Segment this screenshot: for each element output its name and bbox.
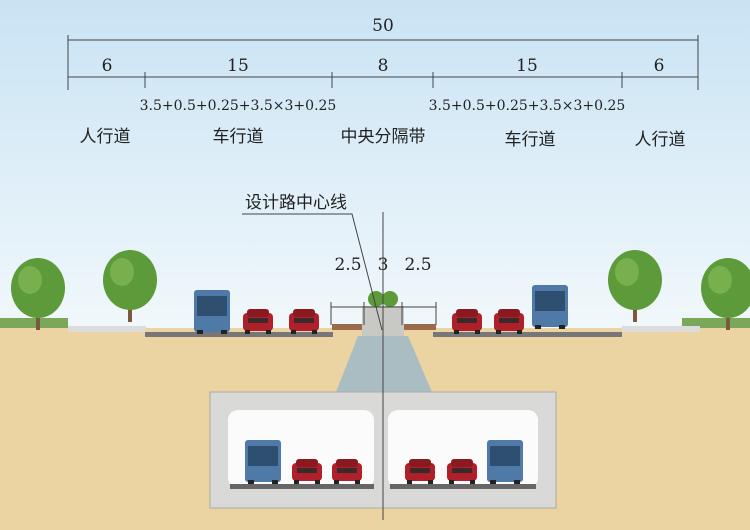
total-width: 50 [372, 16, 394, 36]
label-carriageway-left: 车行道 [213, 127, 264, 147]
segment-width: 6 [654, 56, 665, 76]
ventilation-shaft [336, 336, 432, 392]
dimension-lines [67, 35, 699, 520]
trees [11, 250, 750, 330]
segment-width: 15 [227, 56, 249, 76]
label-median: 中央分隔带 [341, 127, 426, 147]
median-segment: 2.5 [334, 255, 361, 275]
label-sidewalk-left: 人行道 [80, 127, 131, 147]
median-segment: 3 [378, 255, 389, 275]
label-centerline: 设计路中心线 [245, 193, 347, 213]
segment-width: 15 [516, 56, 538, 76]
median-segment: 2.5 [404, 255, 431, 275]
segment-width: 8 [378, 56, 389, 76]
formula-right: 3.5+0.5+0.25+3.5×3+0.25 [429, 98, 626, 114]
label-carriageway-right: 车行道 [505, 130, 556, 150]
label-sidewalk-right: 人行道 [635, 130, 686, 150]
formula-left: 3.5+0.5+0.25+3.5×3+0.25 [140, 98, 337, 114]
segment-width: 6 [102, 56, 113, 76]
